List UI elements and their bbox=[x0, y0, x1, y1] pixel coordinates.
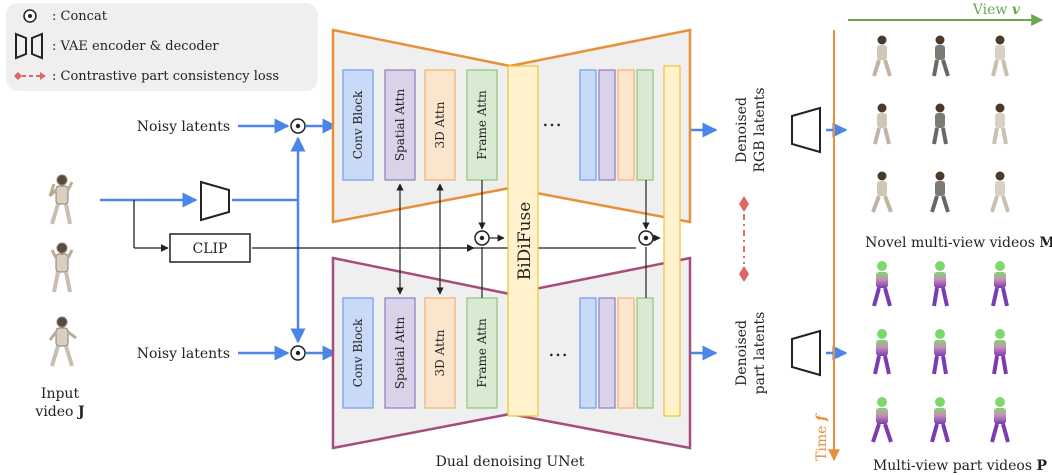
bottom-3d-attn-label: 3D Attn bbox=[433, 329, 447, 376]
input-frame-3 bbox=[48, 316, 77, 367]
legend: : Concat : VAE encoder & decoder : Contr… bbox=[6, 3, 318, 91]
bottom-conv-block-label: Conv Block bbox=[351, 318, 365, 387]
noisy-latents-bottom-label: Noisy latents bbox=[137, 346, 230, 362]
bottom-unet-blocks bbox=[342, 297, 498, 409]
bottom-unet-decoder-blocks bbox=[579, 297, 654, 409]
contrastive-loss-icon bbox=[14, 72, 46, 80]
legend-contrastive-label: : Contrastive part consistency loss bbox=[52, 69, 279, 84]
bidifuse-label: BiDiFuse bbox=[515, 202, 535, 281]
vae-encoder-icon bbox=[200, 180, 230, 222]
top-unet-decoder-blocks bbox=[579, 69, 654, 181]
concat-symbol-mid-right bbox=[638, 230, 654, 246]
input-video-frames bbox=[48, 174, 77, 367]
output-fuse-block bbox=[663, 65, 681, 417]
part-video-grid bbox=[871, 261, 1010, 443]
top-3d-attn-label: 3D Attn bbox=[433, 101, 447, 148]
bottom-frame-attn-label: Frame Attn bbox=[475, 318, 489, 388]
noisy-latents-top-label: Noisy latents bbox=[137, 119, 230, 135]
top-frame-attn-label: Frame Attn bbox=[475, 90, 489, 160]
top-conv-block-label: Conv Block bbox=[351, 90, 365, 159]
top-ellipsis: … bbox=[542, 107, 562, 131]
input-frame-1 bbox=[48, 174, 74, 225]
concat-icon bbox=[23, 9, 37, 23]
time-axis-label: Time f bbox=[814, 412, 830, 461]
bottom-spatial-attn-label: Spatial Attn bbox=[393, 317, 407, 390]
clip-label: CLIP bbox=[193, 241, 228, 257]
part-videos-caption: Multi-view part videos P bbox=[873, 458, 1048, 474]
novel-videos-caption: Novel multi-view videos M bbox=[865, 235, 1052, 251]
denoised-rgb-line1: Denoised bbox=[734, 97, 750, 163]
top-unet-blocks bbox=[342, 69, 498, 181]
bidifuse-block bbox=[507, 65, 539, 417]
vae-icon bbox=[15, 32, 43, 60]
denoised-rgb-line2: RGB latents bbox=[752, 87, 768, 172]
concat-symbol-bottom bbox=[290, 345, 306, 361]
input-video-label-line1: Input bbox=[41, 386, 80, 402]
contrastive-loss-link bbox=[739, 196, 749, 282]
input-flow bbox=[100, 118, 848, 361]
legend-vae-label: : VAE encoder & decoder bbox=[52, 39, 219, 54]
concat-symbol-mid-left bbox=[474, 230, 490, 246]
concat-symbol-top bbox=[290, 118, 306, 134]
denoised-part-line2: part latents bbox=[752, 312, 768, 395]
input-video-label-line2: video J bbox=[34, 404, 85, 420]
denoised-part-line1: Denoised bbox=[734, 320, 750, 386]
bottom-ellipsis: … bbox=[548, 337, 568, 361]
novel-view-video-grid bbox=[871, 35, 1010, 213]
view-axis-label: View v bbox=[972, 2, 1021, 18]
clip-flow bbox=[133, 200, 636, 252]
vae-decoder-part-icon bbox=[791, 329, 821, 377]
top-spatial-attn-label: Spatial Attn bbox=[393, 89, 407, 162]
cross-connections bbox=[396, 180, 661, 298]
legend-concat-label: : Concat bbox=[52, 9, 108, 24]
input-frame-2 bbox=[50, 242, 74, 293]
vae-decoder-rgb-icon bbox=[791, 106, 821, 154]
clip-box bbox=[169, 233, 251, 263]
unet-caption: Dual denoising UNet bbox=[436, 454, 585, 470]
